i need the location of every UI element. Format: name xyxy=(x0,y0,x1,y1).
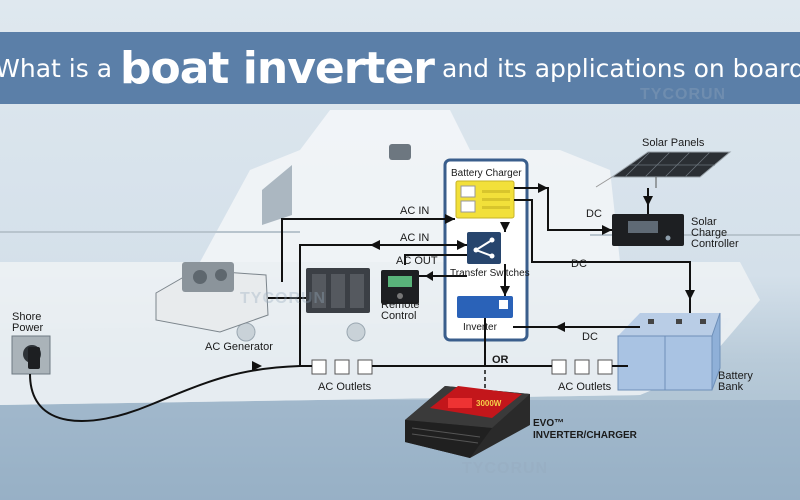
title-part-1: What is a xyxy=(0,53,113,83)
arrow-heads xyxy=(252,183,695,371)
wire-dc-top xyxy=(514,187,612,231)
wire-dc-mid xyxy=(514,199,691,313)
wire-ac-in-mid xyxy=(299,244,467,366)
battery-charger xyxy=(455,180,515,219)
label-ac-outlets-left: AC Outlets xyxy=(318,381,372,393)
watermark: TYCORUN xyxy=(640,86,727,103)
label-transfer-switches: Transfer Switches xyxy=(450,268,530,279)
label-or: OR xyxy=(492,354,509,366)
label-battery-bank-1: Battery xyxy=(718,370,753,382)
ac-generator xyxy=(155,262,269,333)
label-dc-bottom: DC xyxy=(582,331,598,343)
label-solar-controller-2: Charge xyxy=(691,227,728,239)
remote-control xyxy=(381,270,419,304)
breaker-panel xyxy=(306,268,370,313)
label-ac-generator: AC Generator xyxy=(205,341,273,353)
title-banner: What is a boat inverter and its applicat… xyxy=(0,32,800,104)
label-solar-panels: Solar Panels xyxy=(642,137,705,149)
watermark: TYCORUN xyxy=(240,290,327,307)
label-shore-1: Shore xyxy=(12,311,42,323)
ac-outlets-right-icons xyxy=(551,359,613,375)
ac-outlets-left-icons xyxy=(311,359,373,375)
label-ac-out: AC OUT xyxy=(396,255,438,267)
inverter-box xyxy=(457,296,513,318)
label-battery-bank-2: Bank xyxy=(718,381,744,393)
wire-shore xyxy=(29,365,301,422)
porthole xyxy=(346,322,366,342)
label-ac-in-top: AC IN xyxy=(400,205,430,217)
label-shore-2: Power xyxy=(12,322,44,334)
label-solar-controller-1: Solar xyxy=(691,216,717,228)
label-ac-in-mid: AC IN xyxy=(400,232,430,244)
boat-bridge xyxy=(300,110,470,150)
title-part-3: and its applications on board xyxy=(442,53,800,83)
label-dc-top: DC xyxy=(586,208,602,220)
label-evo-2: INVERTER/CHARGER xyxy=(533,430,637,441)
solar-panel xyxy=(595,151,732,188)
label-dc-mid: DC xyxy=(571,258,587,270)
label-evo-1: EVO™ xyxy=(533,418,565,429)
label-remote-1: Remote xyxy=(381,299,420,311)
sea xyxy=(0,400,800,500)
title-part-2: boat inverter xyxy=(120,42,435,94)
product-power-text: 3000W xyxy=(476,399,502,408)
label-battery-charger: Battery Charger xyxy=(451,168,522,179)
label-remote-2: Control xyxy=(381,310,417,322)
evo-inverter-product: 3000W xyxy=(405,386,530,458)
label-ac-outlets-right: AC Outlets xyxy=(558,381,612,393)
transfer-switch xyxy=(467,232,501,264)
shore-power-box xyxy=(11,335,51,375)
battery-bank xyxy=(617,312,721,391)
porthole xyxy=(236,322,256,342)
label-inverter: Inverter xyxy=(463,322,497,333)
label-solar-controller-3: Controller xyxy=(691,238,739,250)
wire-ac-in-top xyxy=(281,218,455,282)
flood-light xyxy=(389,144,411,160)
watermark: TYCORUN xyxy=(462,460,549,477)
cabin-window xyxy=(262,165,292,225)
solar-charge-controller xyxy=(612,214,684,246)
wire-ac-out xyxy=(404,254,467,265)
